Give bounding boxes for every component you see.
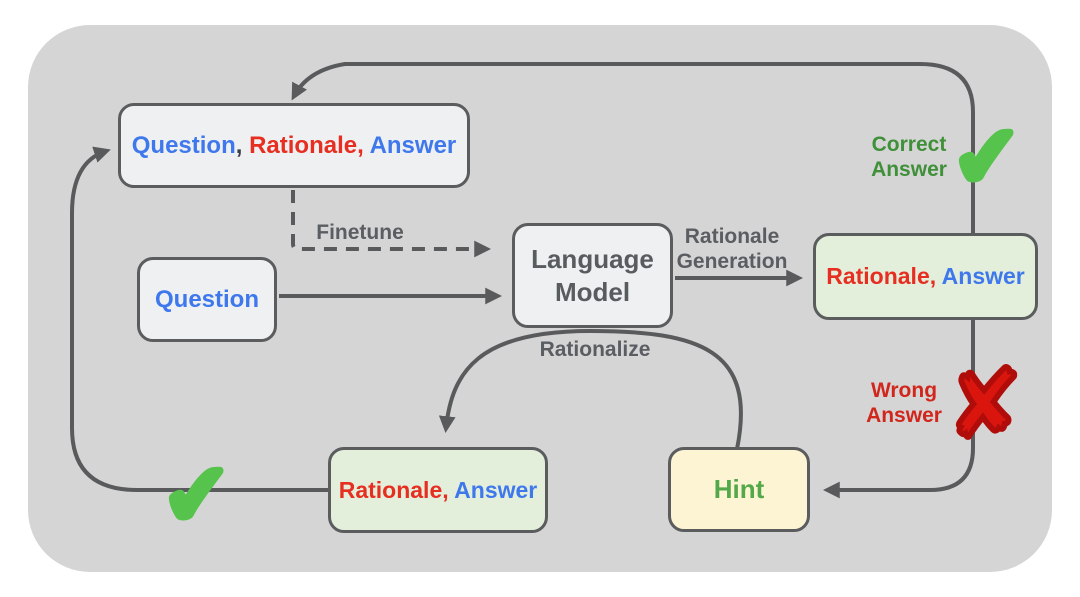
rationale-generation-line2: Generation: [676, 249, 788, 273]
box-rationale-answer-right: Rationale, Answer: [813, 233, 1038, 320]
annotation-wrong-answer: Wrong Answer: [840, 378, 968, 428]
question-label: Question: [154, 285, 259, 313]
ra-right-answer-text: Answer: [941, 263, 1025, 289]
loop-check-icon: ✔: [157, 444, 237, 546]
qra-question-text: Question: [131, 131, 236, 159]
label-finetune: Finetune: [316, 221, 404, 244]
ra-bottom-rationale-text: Rationale,: [338, 476, 455, 503]
annotation-correct-answer: Correct Answer: [843, 132, 975, 182]
wrong-answer-line2: Answer: [866, 404, 942, 428]
box-language-model: Language Model: [512, 223, 673, 328]
qra-answer-text: Answer: [369, 131, 457, 159]
wrong-cross-icon: ✘: [942, 351, 1027, 460]
box-rationale-answer-bottom: Rationale, Answer: [328, 447, 548, 533]
correct-answer-line1: Correct: [871, 133, 947, 156]
qra-comma-text: ,: [235, 131, 250, 159]
qra-rationale-text: Rationale,: [249, 131, 370, 159]
label-rationalize: Rationalize: [539, 338, 651, 361]
box-question: Question: [137, 257, 277, 342]
lm-line2: Model: [554, 276, 631, 307]
ra-right-rationale-text: Rationale,: [826, 263, 942, 289]
correct-check-icon: ✔: [947, 106, 1027, 208]
hint-label: Hint: [713, 474, 765, 504]
wrong-answer-line1: Wrong: [870, 379, 938, 402]
lm-line1: Language: [531, 244, 654, 274]
box-question-rationale-answer: Question, Rationale, Answer: [118, 103, 470, 188]
rationale-generation-line1: Rationale: [684, 225, 780, 248]
label-rationale-generation: Rationale Generation: [663, 225, 801, 275]
box-hint: Hint: [668, 447, 810, 532]
correct-answer-line2: Answer: [871, 158, 947, 182]
ra-bottom-answer-text: Answer: [454, 476, 538, 503]
